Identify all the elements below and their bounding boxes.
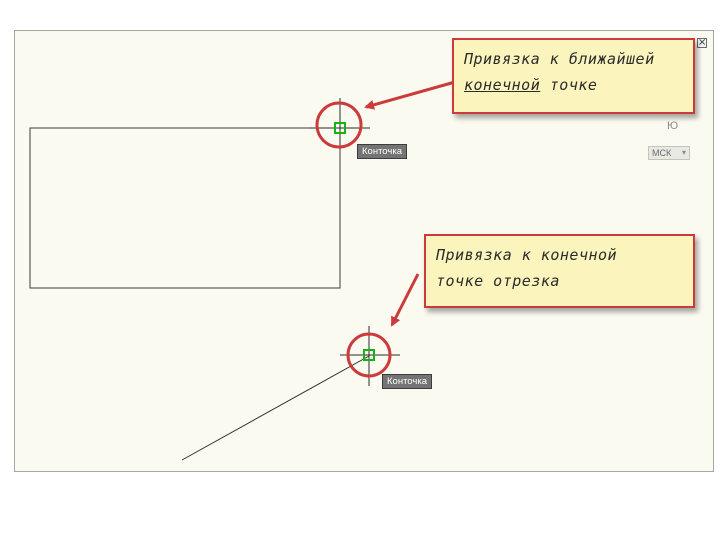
callout-nearest-endpoint: Привязка к ближайшей конечной точке [452,38,695,114]
callout-text: точке [540,76,598,94]
callout-line: Привязка к ближайшей [464,50,655,68]
callout-line: точке отрезка [436,272,560,290]
callout-line: конечной точке [464,72,683,98]
pointer-arrow-icon [364,80,456,110]
line-segment-object[interactable] [181,355,370,461]
wcs-dropdown[interactable]: МСК ▾ [648,146,690,160]
pointer-arrow-icon [390,273,420,327]
highlight-circle-bottom [346,332,392,378]
callout-segment-endpoint: Привязка к конечной точке отрезка [424,234,695,308]
callout-underlined-word: конечной [464,76,541,94]
wcs-label: МСК [652,148,672,158]
snap-tooltip-bottom: Конточка [382,374,432,389]
snap-endpoint-marker-icon [334,122,346,134]
snap-tooltip-top: Конточка [357,144,407,159]
rectangle-object[interactable] [29,127,341,289]
callout-line: Привязка к конечной [436,246,618,264]
highlight-circle-top [315,101,363,149]
snap-endpoint-marker-icon [363,349,375,361]
close-icon[interactable]: × [697,37,707,48]
chevron-down-icon: ▾ [681,148,686,157]
viewcube-south-label[interactable]: Ю [667,120,679,132]
